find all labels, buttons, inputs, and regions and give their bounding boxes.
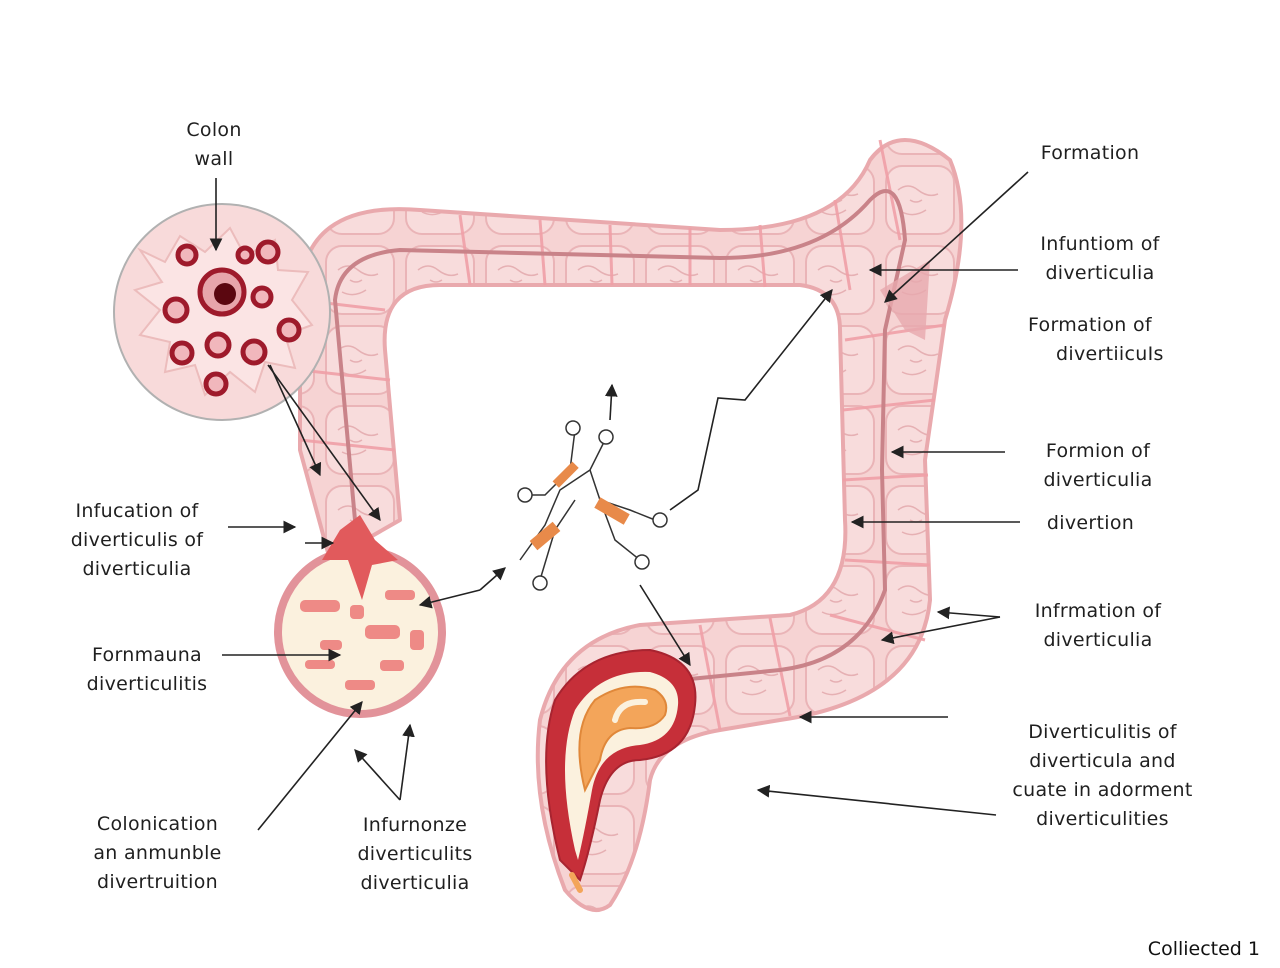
label-line: Diverticulitis of (1028, 721, 1177, 743)
label-line: Formation of (1028, 314, 1152, 336)
label-diverticulitis-of: Diverticulitis of diverticula and cuate … (995, 718, 1210, 834)
label-line: divertion (1046, 512, 1135, 534)
footer-caption: Colliected 1 (1147, 938, 1260, 960)
inflamed-loop (545, 648, 697, 893)
label-line: diverticulia (360, 872, 470, 894)
label-line: diverticula and (1029, 750, 1176, 772)
label-line: diverticulia (1043, 469, 1153, 491)
label-line: diverticulits (357, 843, 473, 865)
label-line: diverticulities (1036, 808, 1169, 830)
label-colon-wall: Colon wall (164, 116, 264, 174)
diverticulitis-inset (274, 515, 446, 718)
label-infuntiom: Infuntiom of diverticulia (1020, 230, 1180, 288)
label-line: cuate in adorment (1012, 779, 1193, 801)
label-line: Formation (1040, 142, 1140, 164)
label-line: Fornmauna (92, 644, 202, 666)
label-line: Infurnonze (362, 814, 468, 836)
label-formation-of: Formation of divertiicuIs (1028, 311, 1198, 369)
label-colonication: Colonication an anmunble divertruition (70, 810, 245, 897)
label-line: diverticulia (82, 558, 192, 580)
label-line: Colonication (96, 813, 219, 835)
label-line: an anmunble (93, 842, 222, 864)
label-line: divertiicuIs (1056, 343, 1164, 365)
fiber-figure (517, 420, 668, 591)
label-infrmation: Infrmation of diverticulia (1018, 597, 1178, 655)
label-line: diverticulitis (86, 673, 208, 695)
label-line: Infucation of (75, 500, 199, 522)
label-line: diverticulia (1043, 629, 1153, 651)
label-line: diverticulia (1045, 262, 1155, 284)
label-line: divertruition (97, 871, 218, 893)
label-line: Infuntiom of (1040, 233, 1160, 255)
label-formation: Formation (1025, 139, 1155, 168)
label-fornmauna: Fornmauna diverticulitis (72, 641, 222, 699)
annotation-arrows (209, 171, 1029, 831)
label-infurnonze: Infurnonze diverticulits diverticulia (335, 811, 495, 898)
label-line: Infrmation of (1034, 600, 1162, 622)
label-line: diverticulis of (70, 529, 204, 551)
label-divertion: divertion (1028, 509, 1153, 538)
label-formion: Formion of diverticulia (1018, 437, 1178, 495)
label-line: Formion of (1045, 440, 1151, 462)
colon-wall-inset (113, 203, 331, 421)
label-line: Colon (186, 119, 242, 141)
label-line: wall (194, 148, 234, 170)
label-infucation: Infucation of diverticulis of diverticul… (52, 497, 222, 584)
colon (298, 138, 964, 912)
lumen-line (332, 189, 908, 722)
